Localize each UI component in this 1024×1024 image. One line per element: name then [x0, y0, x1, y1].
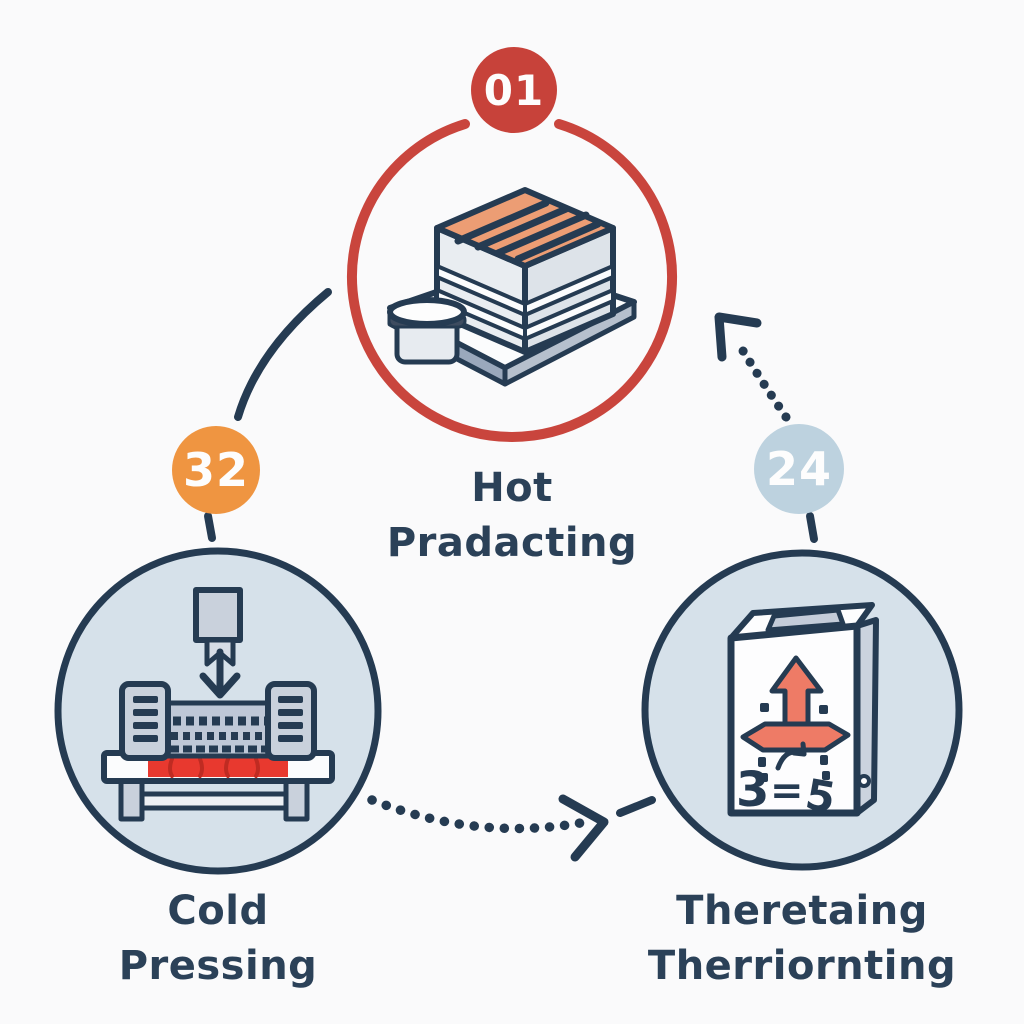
- badge-32-tick: [204, 512, 216, 542]
- solid-curve-line: [234, 288, 332, 421]
- block-layer-stripes: [435, 264, 615, 341]
- dotted-line: [735, 341, 791, 422]
- left-right-arrow-icon: [740, 721, 851, 753]
- box-glyph-equals: =: [770, 768, 804, 814]
- machine-red-strip: [148, 757, 288, 777]
- die-panel-holes: [170, 716, 268, 753]
- label-line-2: Pradacting: [386, 520, 638, 566]
- connector-cold-to-thermo: [367, 794, 656, 862]
- cold-pressing-label: Cold Pressing: [18, 884, 418, 994]
- step-badge-hot-pressing: 01: [471, 47, 557, 133]
- hot-pressing-label: Hot Pradacting: [292, 461, 732, 571]
- machine-right-leg: [283, 778, 310, 822]
- box-top-slot: [765, 607, 846, 633]
- column-slots: [133, 696, 303, 742]
- hot-pressed-block-icon: [387, 187, 637, 387]
- hot-pressing-ring: [347, 119, 677, 442]
- label-line-1: Theretaing: [676, 888, 928, 934]
- block-top-lines: [454, 199, 602, 263]
- step-badge-thermoforming: 24: [754, 424, 844, 514]
- machine-crossbar: [139, 791, 289, 811]
- label-line-1: Cold: [167, 888, 269, 934]
- box-side-dot: [857, 774, 871, 788]
- label-line-2: Pressing: [118, 943, 318, 989]
- machine-left-column: [119, 681, 171, 761]
- up-left-arrowhead-icon: [714, 312, 762, 362]
- thermoforming-label: Theretaing Therriornting: [582, 884, 1022, 994]
- down-arrow-icon: [199, 648, 241, 699]
- badge-24-tick: [806, 512, 818, 543]
- connector-cold-to-hot: [234, 288, 332, 421]
- press-ram: [193, 587, 243, 643]
- step-badge-cold-pressing: 32: [172, 426, 260, 514]
- red-strip-marks: [168, 757, 260, 778]
- machine-left-leg: [118, 778, 145, 822]
- machine-right-column: [265, 681, 317, 761]
- box-dash-marks: [758, 703, 830, 782]
- box-glyph-three: 3: [736, 762, 769, 818]
- right-arrowhead-icon: [558, 794, 609, 862]
- cup-icon: [387, 297, 467, 365]
- label-line-2: Therriornting: [647, 943, 957, 989]
- dotted-curve-line: [367, 795, 591, 834]
- cold-press-machine-icon: [101, 587, 335, 822]
- connector-thermo-to-hot: [714, 312, 791, 422]
- thermoforming-box-icon: 3 = 5: [727, 602, 879, 823]
- scribble-arrow-glyph: [775, 741, 807, 771]
- label-line-1: Hot: [471, 465, 553, 511]
- connector-tick: [616, 796, 656, 817]
